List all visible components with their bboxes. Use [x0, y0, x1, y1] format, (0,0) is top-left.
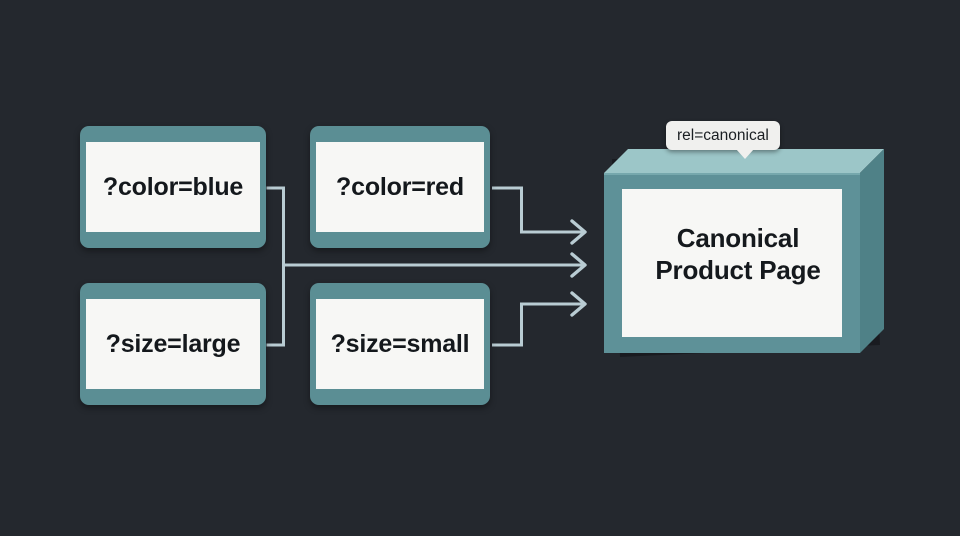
arrowhead-middle-icon [570, 252, 587, 278]
param-box-label: ?color=red [336, 172, 464, 201]
tooltip-pointer-icon [736, 149, 754, 159]
arrowhead-top-icon [570, 219, 587, 245]
connector-color-red [492, 186, 584, 234]
canonical-box-text-block: Canonical Product Page [626, 169, 850, 341]
canonical-box-title-line2: Product Page [655, 255, 821, 285]
param-box-panel: ?color=blue [86, 142, 260, 232]
rel-canonical-tooltip[interactable]: rel=canonical [666, 121, 780, 159]
canonical-box-bevel-highlight [604, 173, 860, 175]
connector-size-small [492, 302, 584, 347]
canonical-box-top-face [604, 149, 884, 173]
param-box-label: ?size=small [330, 329, 470, 358]
param-box-size-large[interactable]: ?size=large [80, 283, 266, 405]
connector-color-blue-trunk [266, 186, 285, 267]
param-box-panel: ?size=small [316, 299, 484, 389]
param-box-size-small[interactable]: ?size=small [310, 283, 490, 405]
param-box-label: ?size=large [105, 329, 241, 358]
canonical-box-title-line1: Canonical [676, 223, 800, 254]
param-box-panel: ?color=red [316, 142, 484, 232]
connector-size-large-trunk [266, 263, 285, 347]
canonical-box-side-face [860, 149, 884, 353]
param-box-color-red[interactable]: ?color=red [310, 126, 490, 248]
canonical-product-page-box[interactable]: Canonical Product Page [604, 143, 884, 373]
rel-canonical-tooltip-label: rel=canonical [677, 126, 769, 144]
param-box-label: ?color=blue [102, 172, 244, 201]
param-box-color-blue[interactable]: ?color=blue [80, 126, 266, 248]
canonical-box-panel [622, 189, 842, 337]
arrowhead-bottom-icon [570, 291, 587, 317]
canonical-box-3d-shape [604, 149, 884, 357]
param-box-panel: ?size=large [86, 299, 260, 389]
